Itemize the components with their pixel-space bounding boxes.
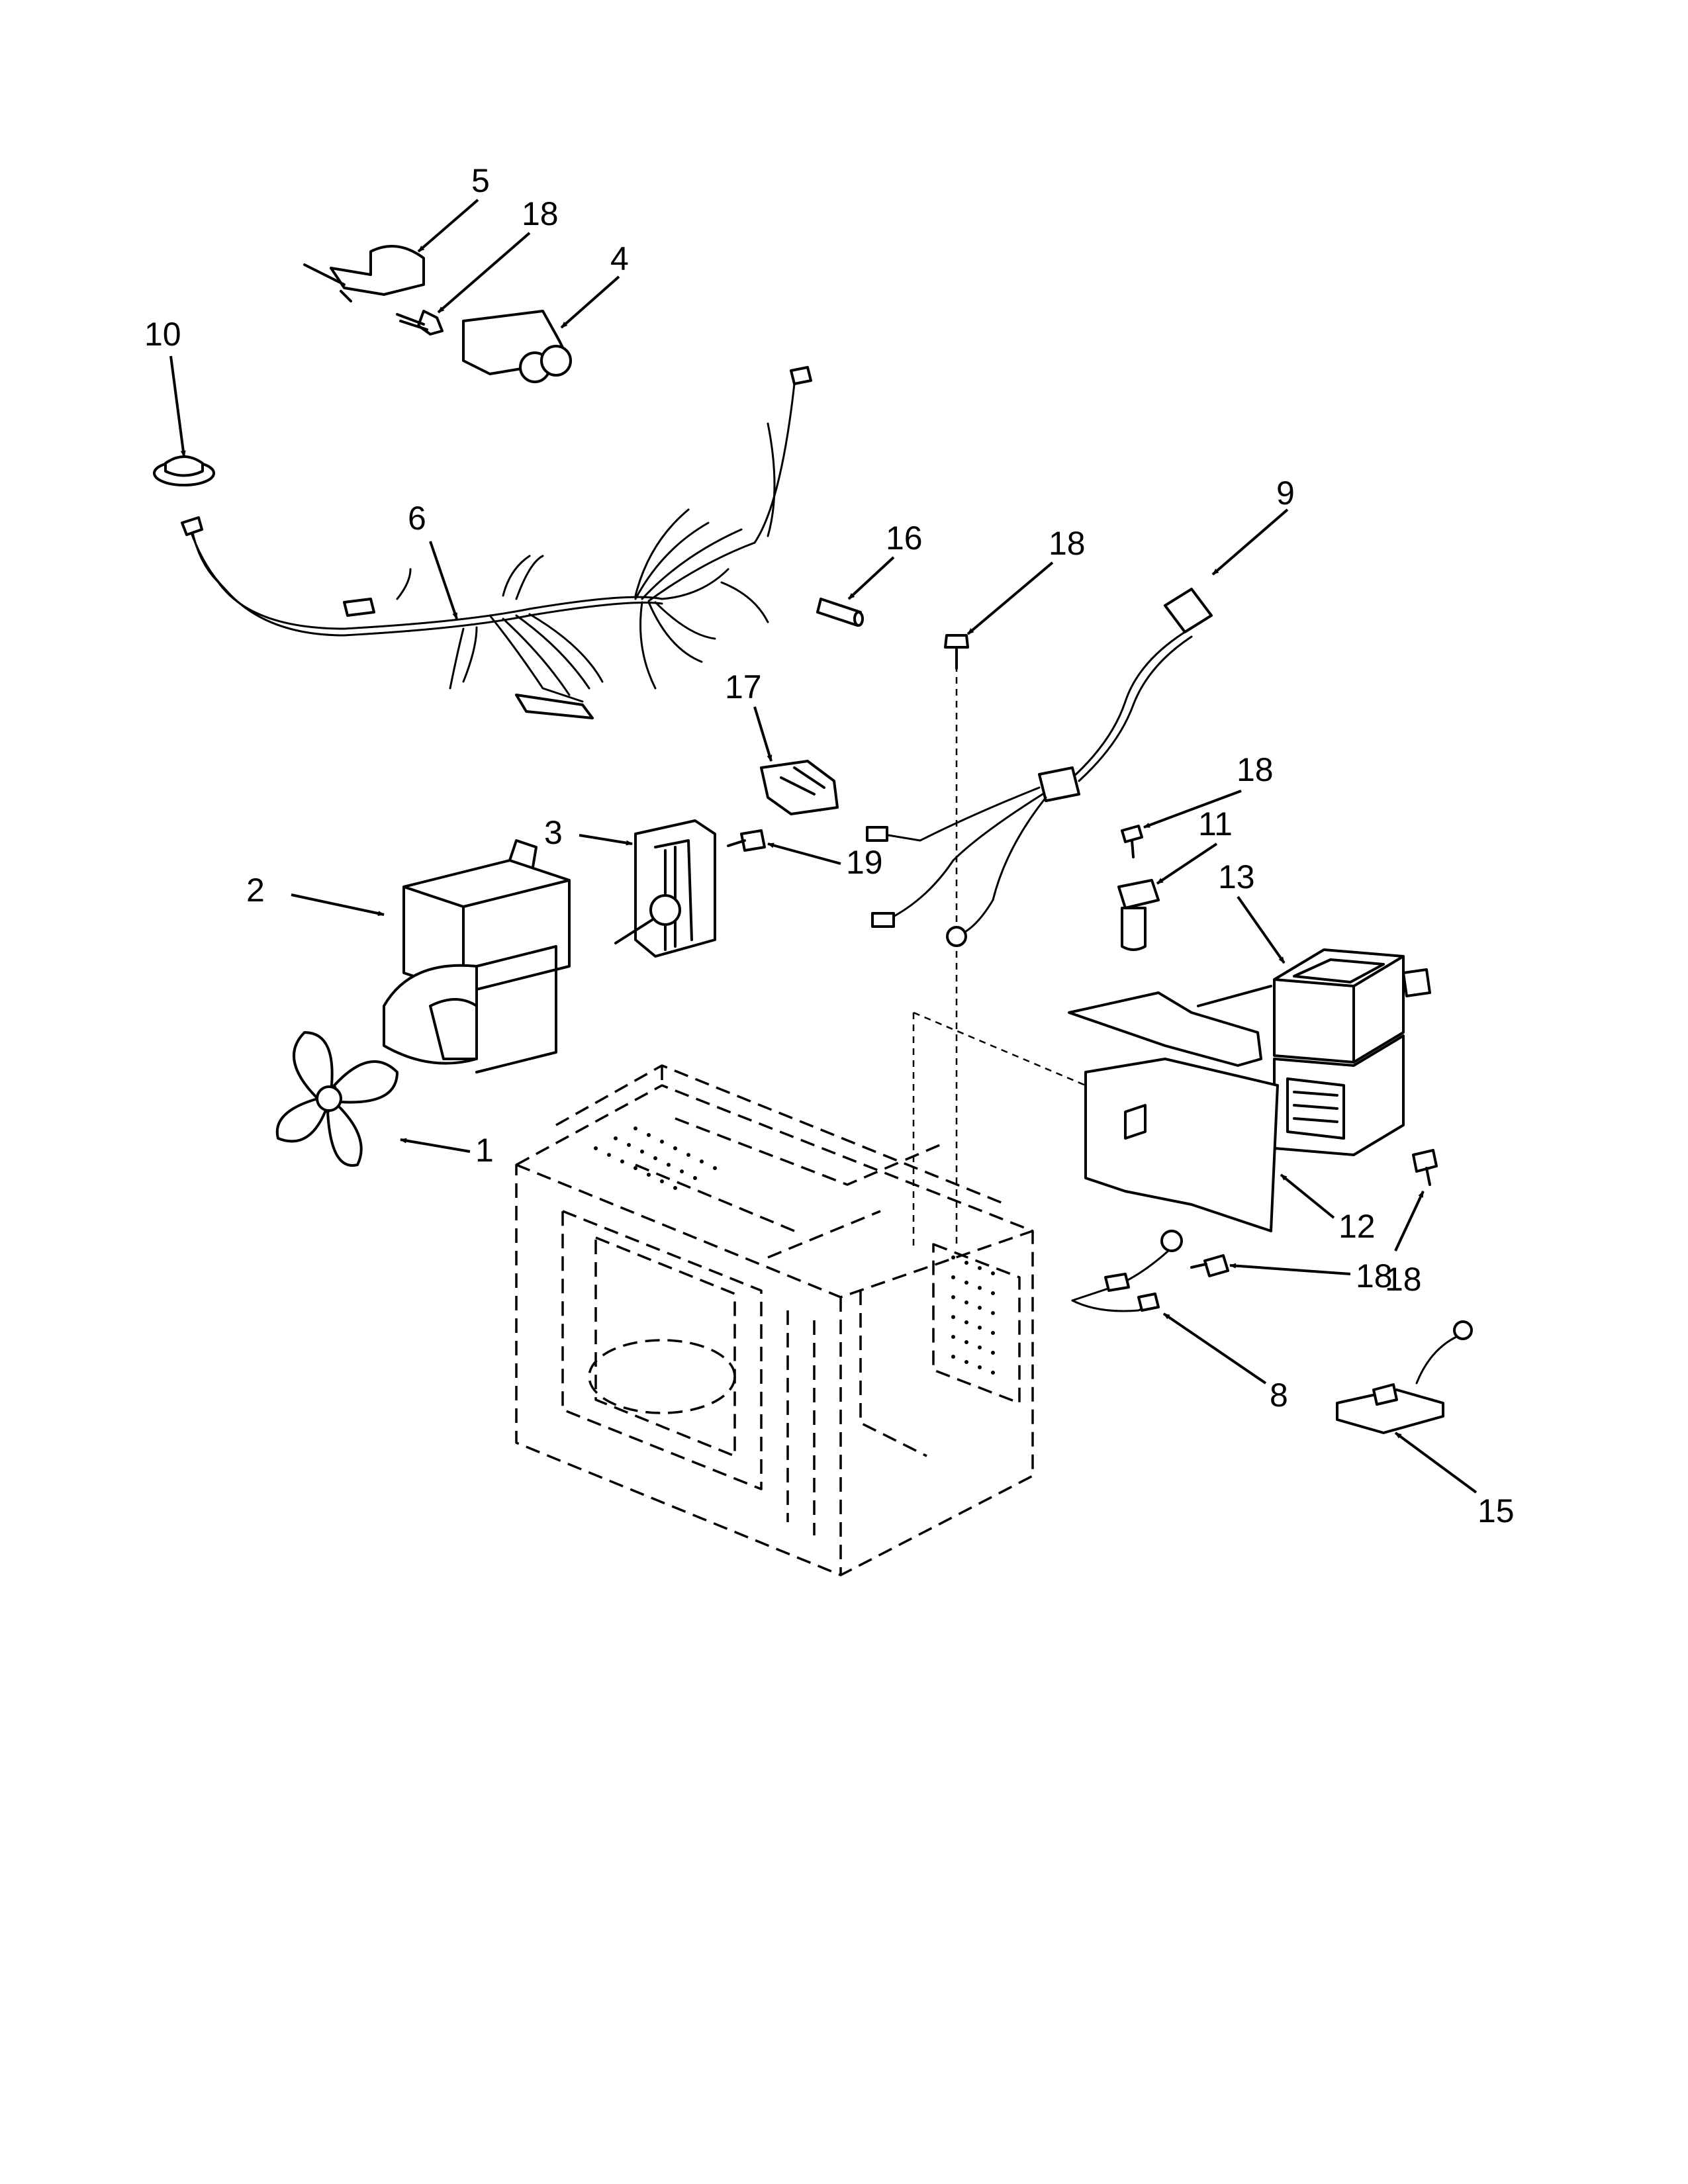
part-18-screw-right-lower	[1190, 1149, 1438, 1277]
callout-13: 13	[1218, 858, 1255, 895]
callout-3: 3	[544, 814, 563, 851]
callout-10: 10	[144, 316, 181, 353]
callout-6: 6	[408, 500, 426, 537]
callout-12: 12	[1338, 1208, 1376, 1245]
part-3-motor	[614, 819, 716, 958]
callout-18-right-lower: 18	[1385, 1261, 1422, 1298]
part-19-screw	[727, 829, 766, 852]
part-18-screw-top	[396, 310, 444, 336]
part-2-fan-bracket	[383, 839, 571, 1073]
part-4-capacitor	[462, 310, 572, 383]
part-8-wire	[1071, 1230, 1183, 1312]
callout-labels: 1 2 3 4 5 6 8 9 10 11 12 13 15 16 17 18 …	[144, 162, 1515, 1529]
callout-15: 15	[1477, 1492, 1515, 1529]
callout-5: 5	[471, 162, 490, 199]
callout-18-top: 18	[522, 195, 559, 232]
assembly-lines	[912, 665, 1086, 1251]
leader-arrows	[169, 199, 1477, 1494]
callout-19: 19	[846, 844, 883, 881]
callout-17: 17	[725, 668, 762, 705]
part-18-screw-middle	[944, 634, 969, 670]
callout-1: 1	[475, 1132, 494, 1169]
callout-18-right-upper: 18	[1237, 751, 1274, 788]
callout-11: 11	[1198, 805, 1233, 842]
part-5-bracket	[303, 245, 425, 302]
cabinet-outline	[515, 1064, 1034, 1576]
part-1-fan-blade	[275, 1031, 399, 1167]
callout-2: 2	[246, 872, 265, 909]
part-18-screw-right-upper	[1121, 825, 1143, 858]
cabinet-vent-pattern	[594, 1126, 995, 1375]
callout-16: 16	[886, 520, 923, 557]
part-12-shield	[1068, 985, 1279, 1232]
part-16-fuse	[816, 598, 864, 627]
part-6-wire-harness	[181, 366, 812, 719]
part-9-power-cord	[866, 588, 1213, 947]
callout-4: 4	[610, 240, 629, 277]
callout-18-middle: 18	[1049, 525, 1086, 562]
part-11-switch	[1117, 879, 1160, 951]
part-13-transformer	[1273, 948, 1431, 1156]
part-15-board	[1336, 1320, 1473, 1434]
part-10-thermostat	[153, 455, 215, 486]
callout-8: 8	[1270, 1377, 1288, 1414]
callout-9: 9	[1276, 475, 1295, 512]
part-17-fuse-holder	[760, 760, 839, 815]
callout-18-right-mid: 18	[1356, 1257, 1393, 1295]
